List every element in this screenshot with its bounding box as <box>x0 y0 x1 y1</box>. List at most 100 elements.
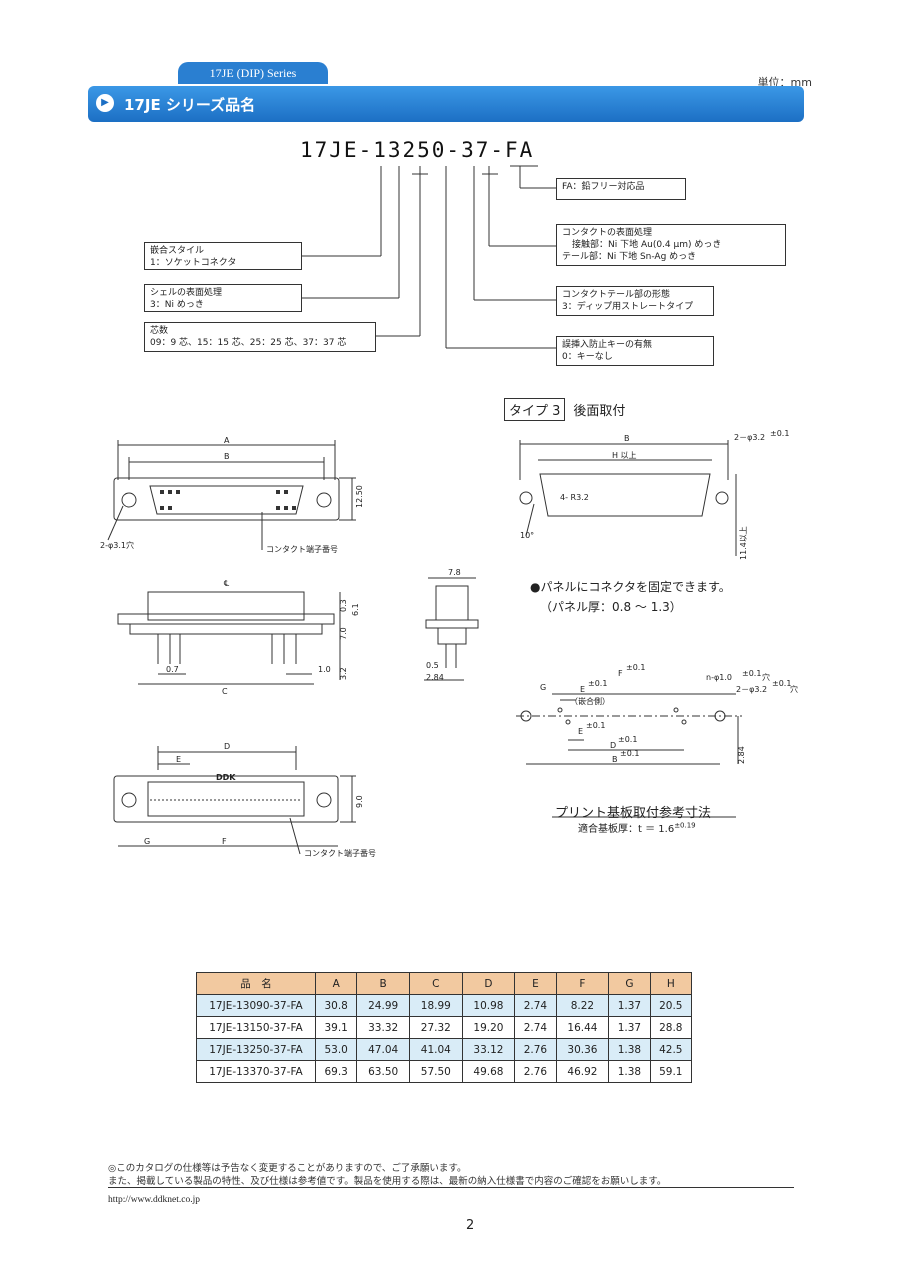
callout-shell-value: 3：Ni めっき <box>150 300 204 310</box>
cell: 1.38 <box>608 1060 651 1083</box>
cell: 19.20 <box>461 1016 516 1039</box>
pcb-reference-title: プリント基板取付参考寸法 <box>555 806 712 821</box>
col-header: A <box>314 972 358 995</box>
front-view <box>107 440 356 550</box>
cell: 39.1 <box>314 1016 358 1039</box>
callout-style-title: 嵌合スタイル <box>150 246 205 256</box>
pcb-drawing <box>516 693 742 765</box>
cell: 42.5 <box>649 1038 693 1061</box>
cell: 17JE-13250-37-FA <box>196 1038 316 1061</box>
col-header: B <box>356 972 410 995</box>
callout-key: 誤挿入防止キーの有無 0：キーなし <box>556 336 714 366</box>
hole-label: 2-φ3.1穴 <box>100 540 134 550</box>
pcb-dim-e: E <box>580 685 585 694</box>
cell: 1.38 <box>608 1038 651 1061</box>
cell: 41.04 <box>408 1038 463 1061</box>
dim-0-7: 0.7 <box>166 665 179 674</box>
front-view-pins <box>160 490 296 510</box>
cell: 2.74 <box>514 994 557 1017</box>
callout-fa: FA：鉛フリー対応品 <box>556 178 686 200</box>
contact-number-label: コンタクト端子番号 <box>266 544 338 554</box>
callout-tail-shape: コンタクトテール部の形態 3：ディップ用ストレートタイプ <box>556 286 714 316</box>
col-header: F <box>555 972 610 995</box>
side-view <box>117 591 341 685</box>
type3-drawing <box>519 440 737 556</box>
callout-cores: 芯数 09：9 芯、15：15 芯、25：25 芯、37：37 芯 <box>144 322 376 352</box>
dim-b: B <box>224 452 230 461</box>
pcb-mating: （嵌合側） <box>570 696 610 706</box>
table-header-row: 品 名 A B C D E F G H <box>196 972 693 995</box>
type3-dim-b: B <box>624 434 630 443</box>
pcb-tol-e2: ±0.1 <box>586 721 605 730</box>
callout-style-value: 1：ソケットコネクタ <box>150 258 237 268</box>
pcb-dim-e2: E <box>578 727 583 736</box>
panel-note: ●パネルにコネクタを固定できます。 <box>530 580 731 594</box>
cell: 8.22 <box>555 994 610 1017</box>
cell: 2.74 <box>514 1016 557 1039</box>
cell: 49.68 <box>461 1060 516 1083</box>
page-number: 2 <box>466 1218 475 1233</box>
cell: 33.12 <box>461 1038 516 1061</box>
cell: 27.32 <box>408 1016 463 1039</box>
pcb-thickness: 適合基板厚：t ＝ 1.6 <box>578 824 675 835</box>
type3-dim-h: H 以上 <box>612 451 637 460</box>
pcb-dim-f: F <box>618 669 623 678</box>
bottom-view <box>113 746 356 855</box>
cell: 18.99 <box>408 994 463 1017</box>
dim-d: D <box>224 742 230 751</box>
callout-tail-value: 3：ディップ用ストレートタイプ <box>562 302 694 312</box>
cell: 2.76 <box>514 1038 557 1061</box>
col-header: H <box>649 972 693 995</box>
pcb-dim-v: 2.84 <box>737 746 746 764</box>
dim-1-0: 1.0 <box>318 665 331 674</box>
footer-url[interactable]: http://www.ddknet.co.jp <box>108 1195 200 1205</box>
cell: 20.5 <box>649 994 693 1017</box>
pcb-tol-nhole: ±0.1 <box>742 669 761 678</box>
dim-f: F <box>222 837 227 846</box>
cell: 17JE-13370-37-FA <box>196 1060 316 1083</box>
type3-angle: 10° <box>520 531 534 540</box>
pcb-tol-e: ±0.1 <box>588 679 607 688</box>
pcb-thickness-tol: ±0.19 <box>674 821 696 830</box>
part-number: 17JE-13250-37-FA <box>300 138 535 162</box>
centerline-mark: ℄ <box>224 579 230 588</box>
callout-leaders <box>302 165 556 349</box>
col-header: 品 名 <box>196 972 316 995</box>
cell: 47.04 <box>356 1038 410 1061</box>
pcb-dim-b: B <box>612 755 618 764</box>
callout-style: 嵌合スタイル 1：ソケットコネクタ <box>144 242 302 270</box>
dim-0-5: 0.5 <box>426 661 439 670</box>
type3-radius: 4- R3.2 <box>560 493 589 502</box>
dim-height: 12.50 <box>355 485 364 508</box>
dim-0-3: 0.3 <box>339 599 348 612</box>
callout-plating-tail: テール部：Ni 下地 Sn-Ag めっき <box>562 252 697 262</box>
callout-cores-title: 芯数 <box>150 326 169 336</box>
dim-c: C <box>222 687 228 696</box>
cell: 30.8 <box>314 994 358 1017</box>
cell: 28.8 <box>649 1016 693 1039</box>
cell: 1.37 <box>608 994 651 1017</box>
dim-2-84: 2.84 <box>426 673 444 682</box>
cell: 17JE-13090-37-FA <box>196 994 316 1017</box>
section-header: ▶ 17JE シリーズ品名 <box>88 86 804 122</box>
cell: 57.50 <box>408 1060 463 1083</box>
dim-a: A <box>224 436 230 445</box>
type3-label: 後面取付 <box>573 404 626 419</box>
cell: 16.44 <box>555 1016 610 1039</box>
section-title: 17JE シリーズ品名 <box>124 96 256 114</box>
unit-label: 単位：mm <box>757 76 812 89</box>
cell: 46.92 <box>555 1060 610 1083</box>
col-header: C <box>408 972 463 995</box>
type3-hole-tol: ±0.1 <box>770 429 789 438</box>
series-tab: 17JE (DIP) Series <box>178 62 328 84</box>
pcb-tol-f: ±0.1 <box>626 663 645 672</box>
panel-thickness-note: （パネル厚：0.8 ～ 1.3） <box>540 600 682 614</box>
dim-7-8: 7.8 <box>448 568 461 577</box>
play-icon: ▶ <box>96 94 114 112</box>
